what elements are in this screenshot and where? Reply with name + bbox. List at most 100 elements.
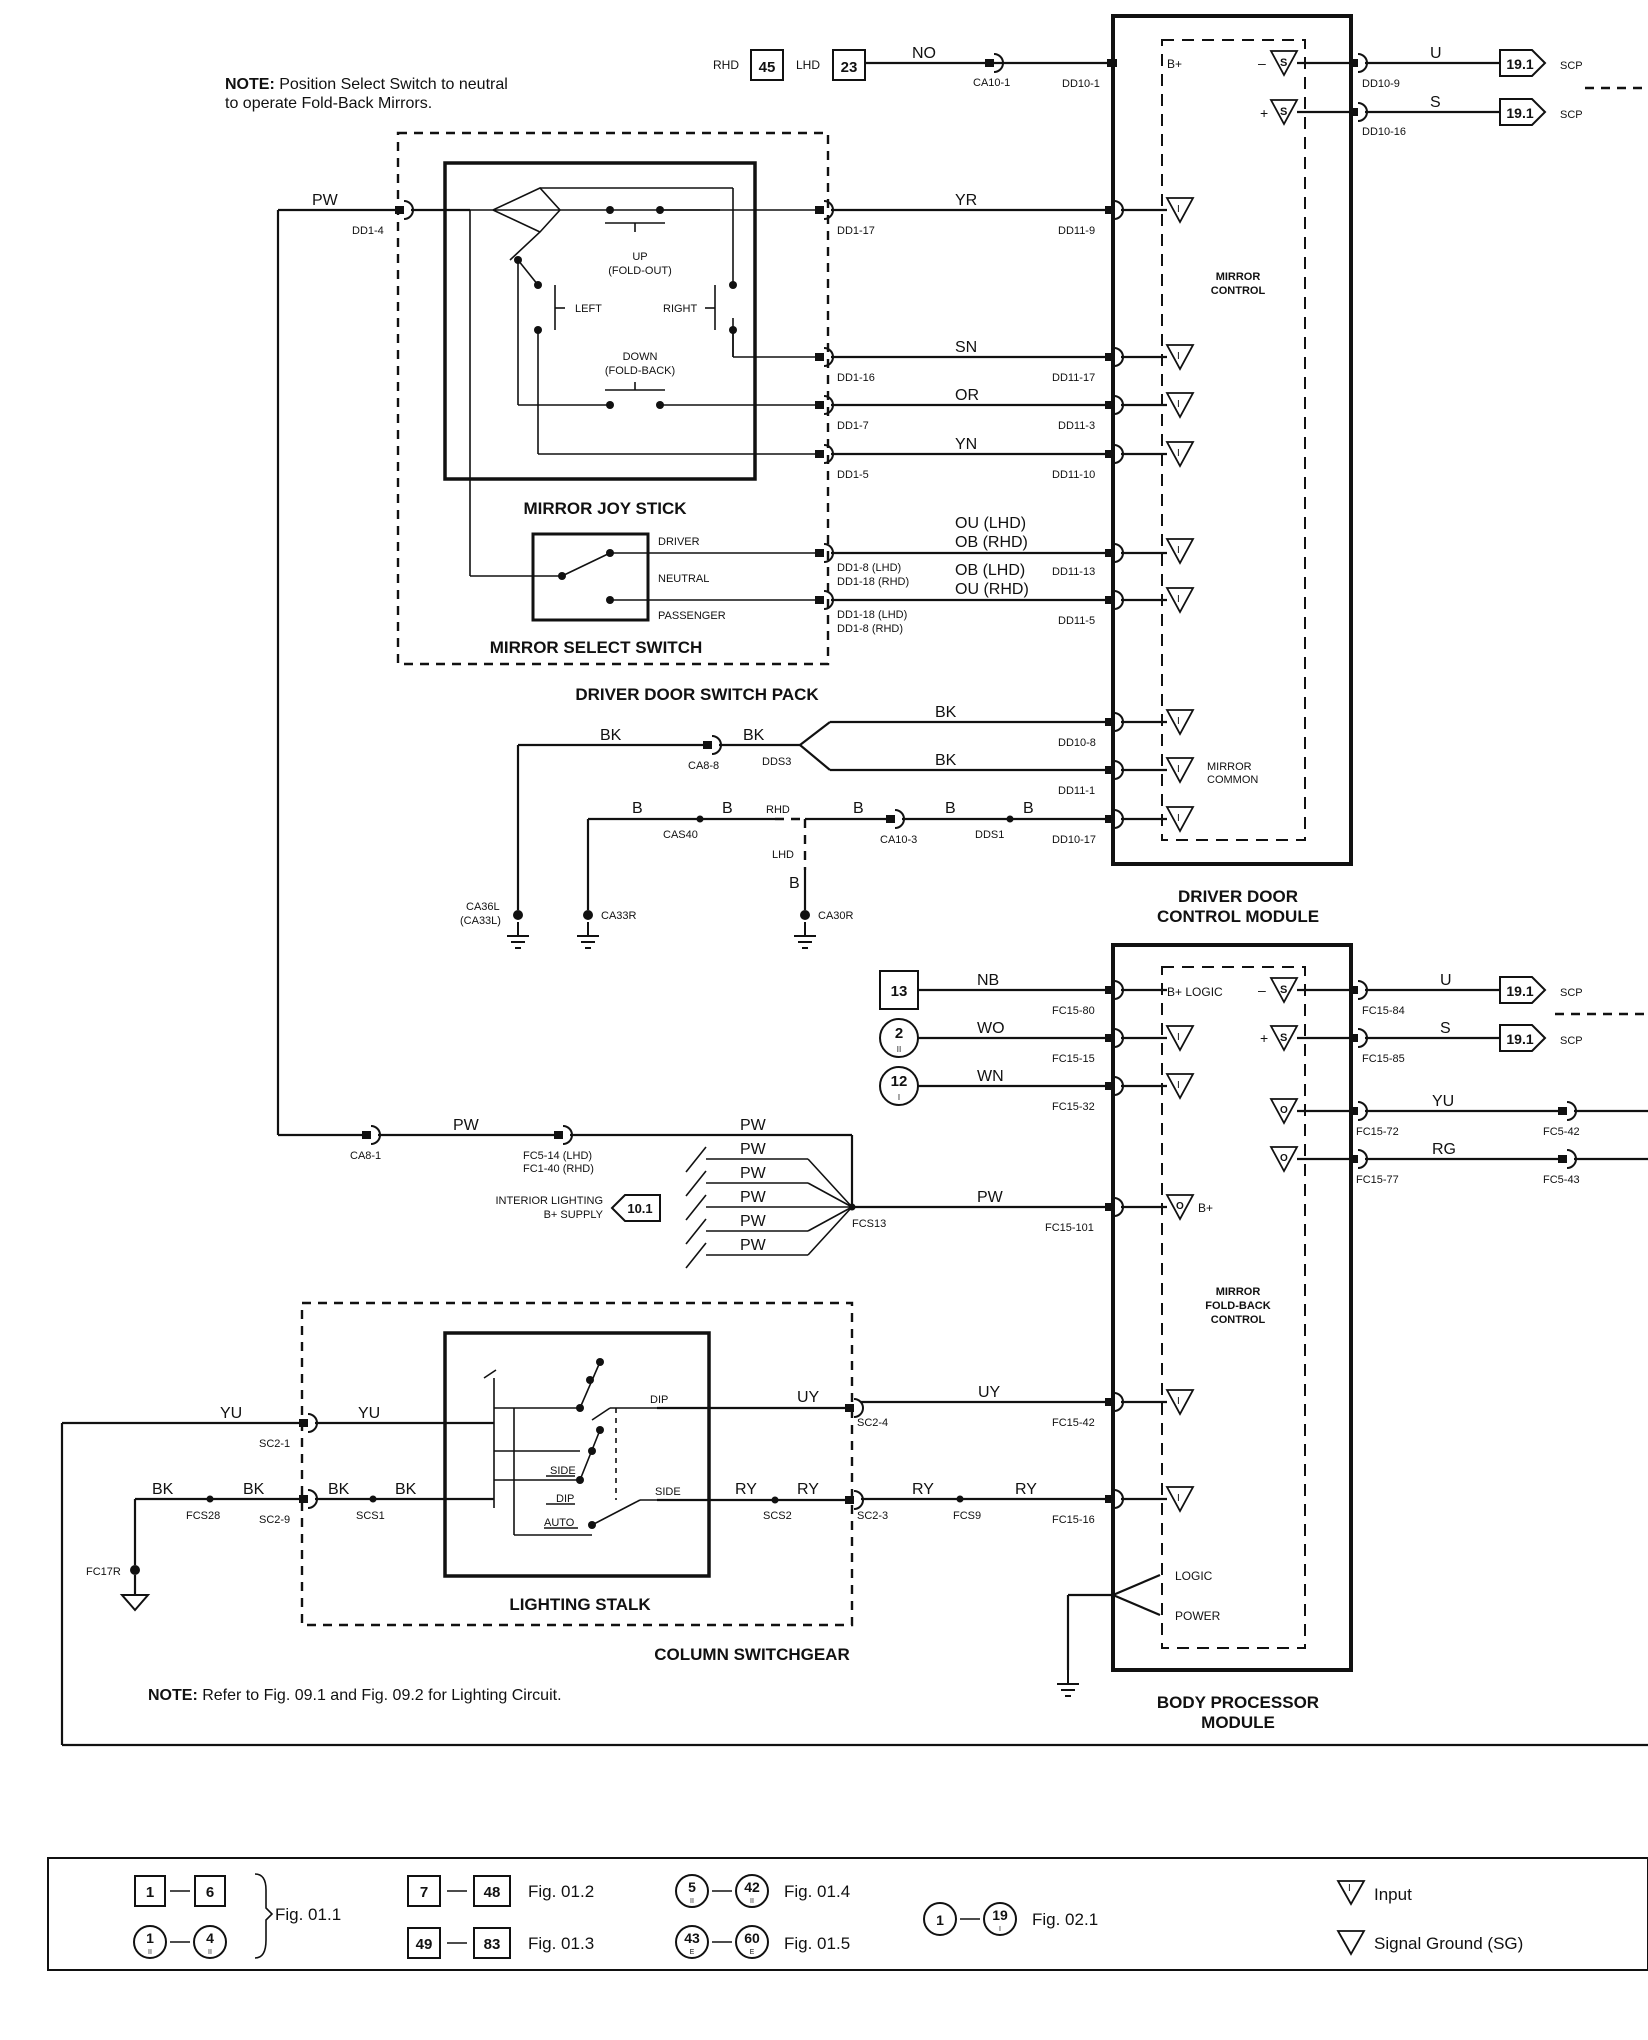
legend-input-label: Input bbox=[1374, 1885, 1412, 1904]
svg-text:E: E bbox=[750, 1949, 755, 1956]
svg-text:I: I bbox=[1177, 351, 1180, 362]
pin-dd1-18-lhd: DD1-18 (LHD) bbox=[837, 609, 907, 621]
svg-text:E: E bbox=[690, 1949, 695, 1956]
input-icon-fc15-15: I bbox=[1166, 1025, 1194, 1051]
wire-no: NO bbox=[912, 45, 936, 62]
right-label: RIGHT bbox=[663, 303, 698, 315]
splice-scs1: SCS1 bbox=[356, 1510, 385, 1522]
mirror-common-label: MIRROR bbox=[1207, 761, 1252, 773]
pin-fc15-42: FC15-42 bbox=[1052, 1417, 1095, 1429]
pin-dd11-1: DD11-1 bbox=[1058, 785, 1095, 797]
wire-ou-lhd: OU (LHD) bbox=[955, 515, 1026, 532]
stalk-dip-label: DIP bbox=[650, 1394, 668, 1406]
wire-bk-h: BK bbox=[395, 1481, 417, 1498]
svg-text:II: II bbox=[148, 1949, 152, 1956]
wire-pw-f6: PW bbox=[740, 1237, 767, 1254]
ref-box-45 bbox=[750, 49, 784, 81]
scp-label-2: SCP bbox=[1560, 109, 1583, 121]
stalk-dip-label-2: DIP bbox=[556, 1493, 574, 1505]
legend-group-2: 7 48 Fig. 01.2 49 83 Fig. 01.3 bbox=[407, 1875, 594, 1959]
pin-dd1-18-rhd: DD1-18 (RHD) bbox=[837, 576, 909, 588]
output-icon-fc15-77: O bbox=[1270, 1146, 1298, 1172]
svg-text:5: 5 bbox=[688, 1879, 696, 1895]
wire-bk-d: BK bbox=[935, 752, 957, 769]
wire-bk-c: BK bbox=[935, 704, 957, 721]
pin-dd11-10: DD11-10 bbox=[1052, 469, 1095, 481]
up-label-2: (FOLD-OUT) bbox=[608, 265, 672, 277]
conn-fc1-40: FC1-40 (RHD) bbox=[523, 1163, 594, 1175]
ref-13-label: 13 bbox=[891, 983, 908, 1000]
svg-text:43: 43 bbox=[684, 1930, 700, 1946]
svg-text:7: 7 bbox=[420, 1884, 428, 1901]
plus-sign-bpm: + bbox=[1260, 1030, 1268, 1046]
ref-12-label: 12 bbox=[891, 1073, 908, 1090]
wire-sn: SN bbox=[955, 339, 977, 356]
pin-fc15-16: FC15-16 bbox=[1052, 1514, 1095, 1526]
svg-text:I: I bbox=[1177, 1493, 1180, 1504]
select-switch-title: MIRROR SELECT SWITCH bbox=[490, 638, 703, 657]
s-output-minus-icon: S bbox=[1270, 50, 1298, 76]
legend-group-1: 1 6 1 II 4 II Fig. 01.1 bbox=[133, 1873, 341, 1959]
svg-text:I: I bbox=[1177, 204, 1180, 215]
pin-sc2-4: SC2-4 bbox=[857, 1417, 888, 1429]
wire-pw-f4: PW bbox=[740, 1189, 767, 1206]
conn-ca10-1: CA10-1 bbox=[973, 77, 1010, 89]
s-output-plus-icon: S bbox=[1270, 99, 1298, 125]
fold-back-label: MIRROR bbox=[1216, 1286, 1261, 1298]
down-label: DOWN bbox=[623, 351, 658, 363]
scp-label-bpm-2: SCP bbox=[1560, 1035, 1583, 1047]
splice-dds1: DDS1 bbox=[975, 829, 1004, 841]
svg-text:19: 19 bbox=[992, 1907, 1008, 1923]
bplus-label-bpm: B+ bbox=[1198, 1201, 1213, 1215]
pin-fc15-84: FC15-84 bbox=[1362, 1005, 1405, 1017]
wire-pw-feed: PW bbox=[453, 1117, 480, 1134]
wire-ou-rhd: OU (RHD) bbox=[955, 581, 1029, 598]
wire-bk-a: BK bbox=[600, 727, 622, 744]
legend-input-icon: I bbox=[1336, 1880, 1366, 1906]
svg-text:60: 60 bbox=[744, 1930, 760, 1946]
pin-dd1-5: DD1-5 bbox=[837, 469, 869, 481]
ground-fc17r: FC17R bbox=[86, 1566, 121, 1578]
input-icon-dd10-17: I bbox=[1166, 806, 1194, 832]
neutral-label: NEUTRAL bbox=[658, 573, 709, 585]
wire-ry-c: RY bbox=[912, 1481, 934, 1498]
pin-dd1-7: DD1-7 bbox=[837, 420, 869, 432]
wire-nb: NB bbox=[977, 972, 999, 989]
ref-23-label: 23 bbox=[841, 59, 858, 76]
svg-text:Fig. 01.1: Fig. 01.1 bbox=[275, 1905, 341, 1924]
bottom-note: NOTE: Refer to Fig. 09.1 and Fig. 09.2 f… bbox=[148, 1687, 562, 1704]
svg-text:Fig. 01.4: Fig. 01.4 bbox=[784, 1882, 850, 1901]
switch-pack-title: DRIVER DOOR SWITCH PACK bbox=[575, 685, 819, 704]
lighting-stalk-title: LIGHTING STALK bbox=[509, 1595, 651, 1614]
svg-text:O: O bbox=[1280, 1105, 1288, 1116]
wire-yu-a: YU bbox=[220, 1405, 242, 1422]
wire-bk-e: BK bbox=[152, 1481, 174, 1498]
wire-uy-b: UY bbox=[978, 1384, 1001, 1401]
input-icon-dd11-5: I bbox=[1166, 587, 1194, 613]
svg-text:S: S bbox=[1280, 1032, 1287, 1044]
top-note: NOTE: Position Select Switch to neutral bbox=[225, 76, 508, 93]
svg-text:S: S bbox=[1280, 984, 1287, 996]
driver-door-switch-pack bbox=[396, 131, 830, 666]
wire-pw-bpm: PW bbox=[977, 1189, 1004, 1206]
svg-text:II: II bbox=[690, 1898, 694, 1905]
pin-fc15-80: FC15-80 bbox=[1052, 1005, 1095, 1017]
stalk-side-label: SIDE bbox=[550, 1465, 576, 1477]
input-icon-dd11-13: I bbox=[1166, 538, 1194, 564]
svg-text:6: 6 bbox=[206, 1884, 214, 1901]
svg-text:I: I bbox=[1348, 1883, 1351, 1894]
wire-wn: WN bbox=[977, 1068, 1004, 1085]
legend-box bbox=[47, 1857, 1648, 1971]
input-icon-dd11-9: I bbox=[1166, 197, 1194, 223]
pin-sc2-9: SC2-9 bbox=[259, 1514, 290, 1526]
svg-text:48: 48 bbox=[484, 1884, 501, 1901]
svg-text:I: I bbox=[1177, 1032, 1180, 1043]
wire-rg-bpm: RG bbox=[1432, 1141, 1456, 1158]
s-output-plus-icon-bpm: S bbox=[1270, 1025, 1298, 1051]
lhd-label: LHD bbox=[796, 58, 820, 72]
scp-label: SCP bbox=[1560, 60, 1583, 72]
conn-fc5-14: FC5-14 (LHD) bbox=[523, 1150, 592, 1162]
fold-back-label-3: CONTROL bbox=[1211, 1314, 1266, 1326]
pin-dd11-9: DD11-9 bbox=[1058, 225, 1095, 237]
